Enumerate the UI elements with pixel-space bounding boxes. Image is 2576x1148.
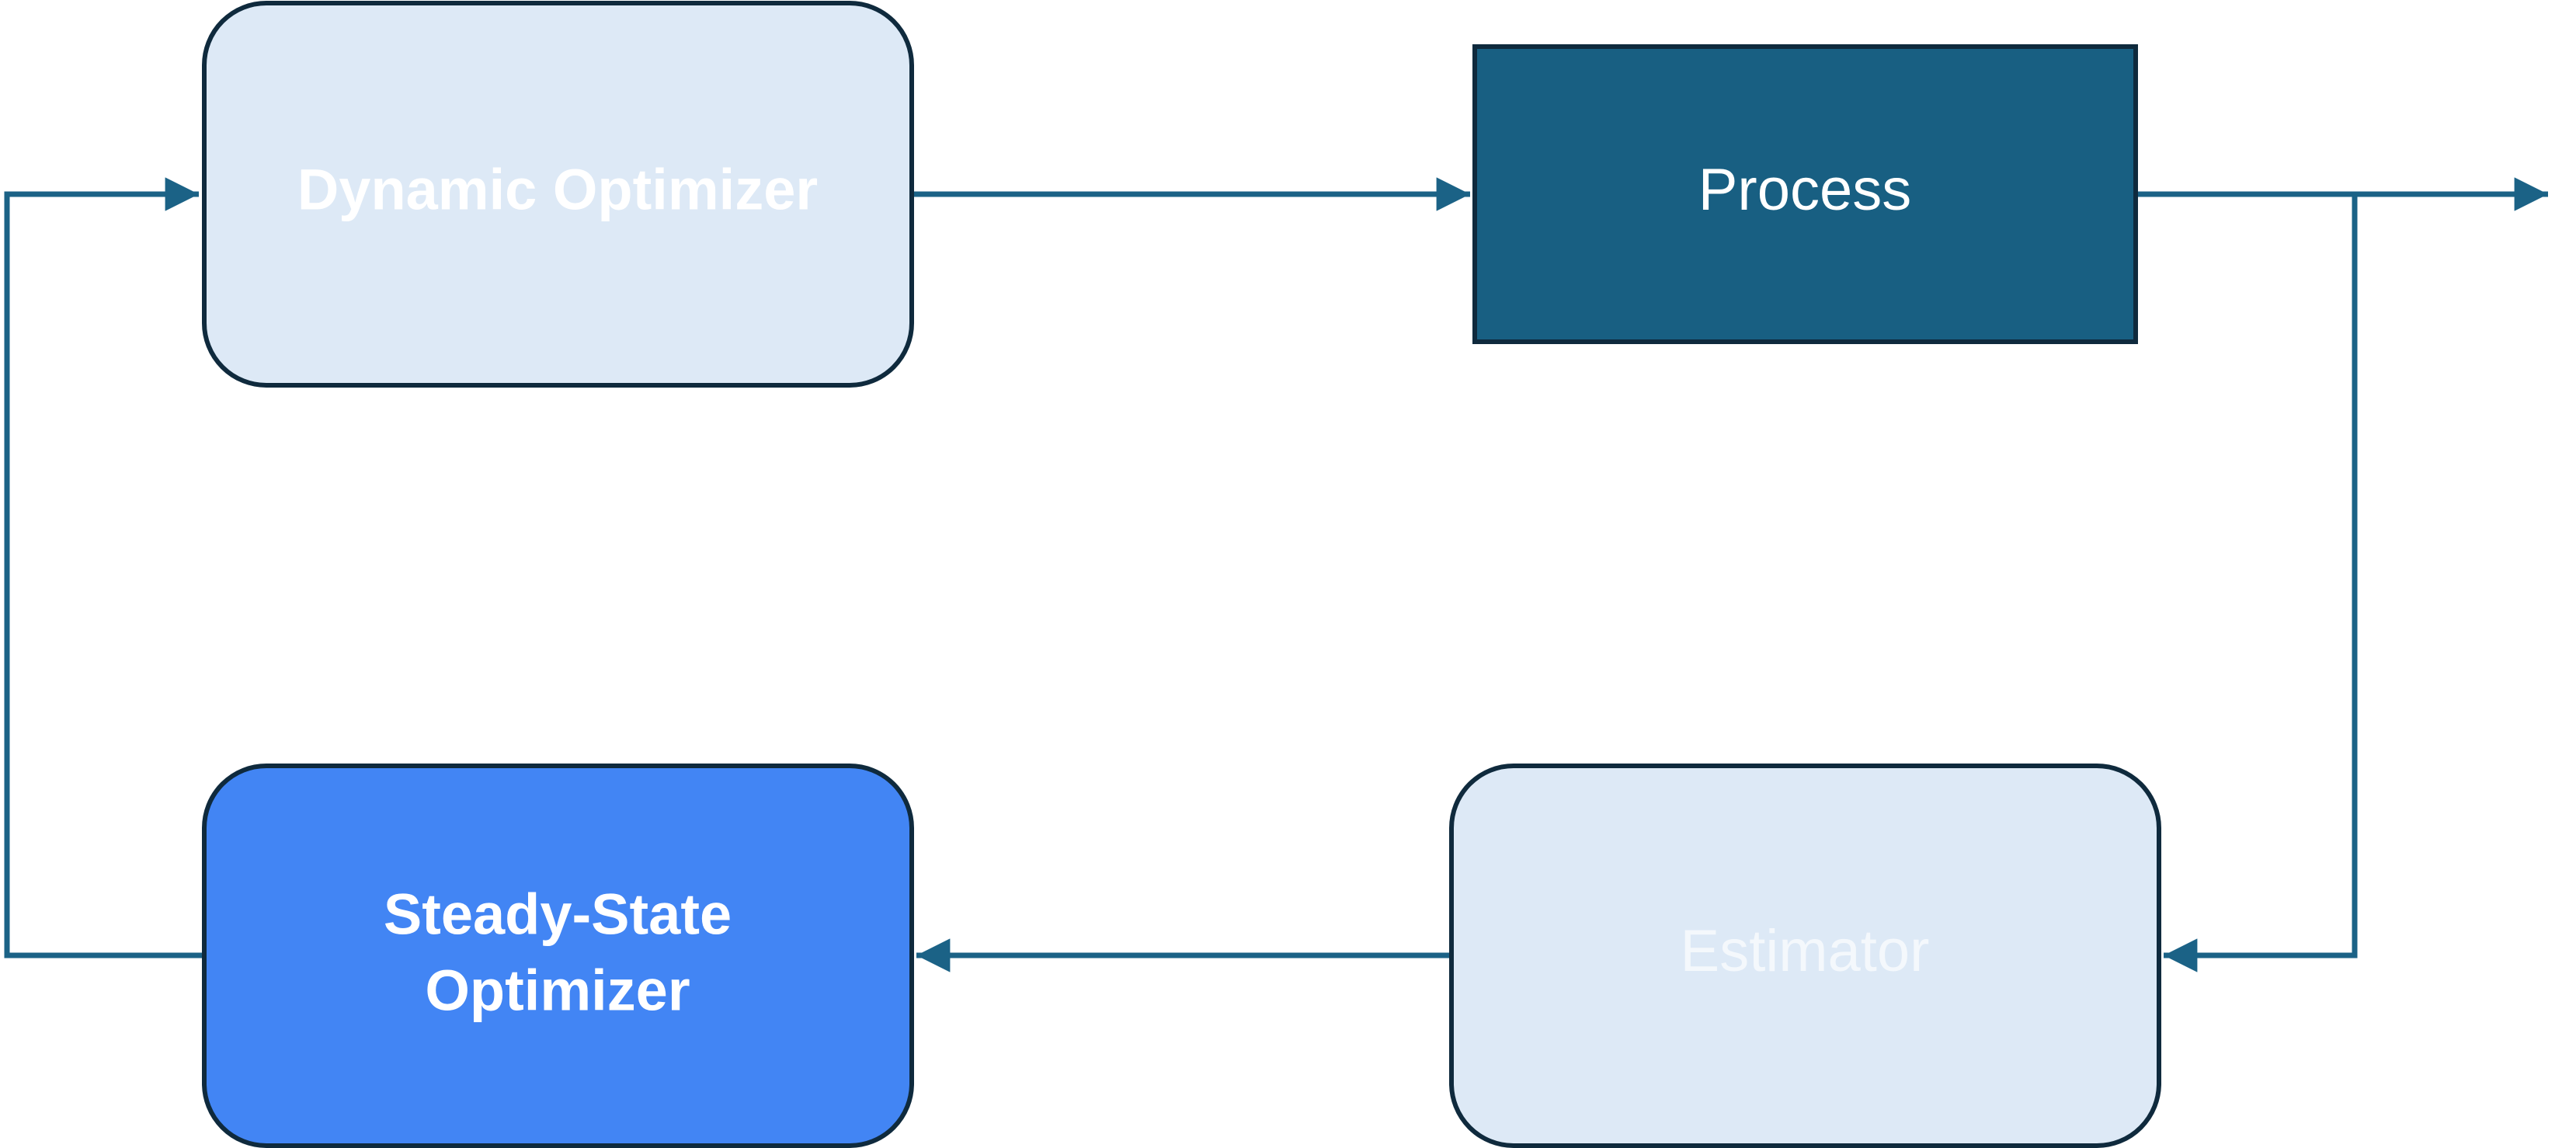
node-dynamic-optimizer: Dynamic Optimizer	[202, 1, 914, 388]
edge-output-to-estimator	[2164, 194, 2358, 972]
process-box	[1472, 44, 2138, 344]
steady-state-optimizer-label-line1: Steady-State	[384, 882, 732, 947]
node-estimator: Estimator	[1449, 764, 2161, 1148]
node-steady-state-optimizer: Steady-State Optimizer	[202, 764, 914, 1148]
estimator-box	[1449, 764, 2161, 1148]
steady-state-optimizer-box	[202, 764, 914, 1148]
edges	[4, 177, 2548, 972]
node-process: Process	[1472, 44, 2138, 344]
edge-steady-state-to-dynamic	[4, 177, 202, 958]
steady-state-optimizer-label-line2: Optimizer	[425, 958, 690, 1023]
estimator-label: Estimator	[1681, 918, 1930, 984]
dynamic-optimizer-box	[202, 1, 914, 388]
process-label: Process	[1698, 157, 1912, 223]
dynamic-optimizer-label: Dynamic Optimizer	[297, 158, 818, 222]
